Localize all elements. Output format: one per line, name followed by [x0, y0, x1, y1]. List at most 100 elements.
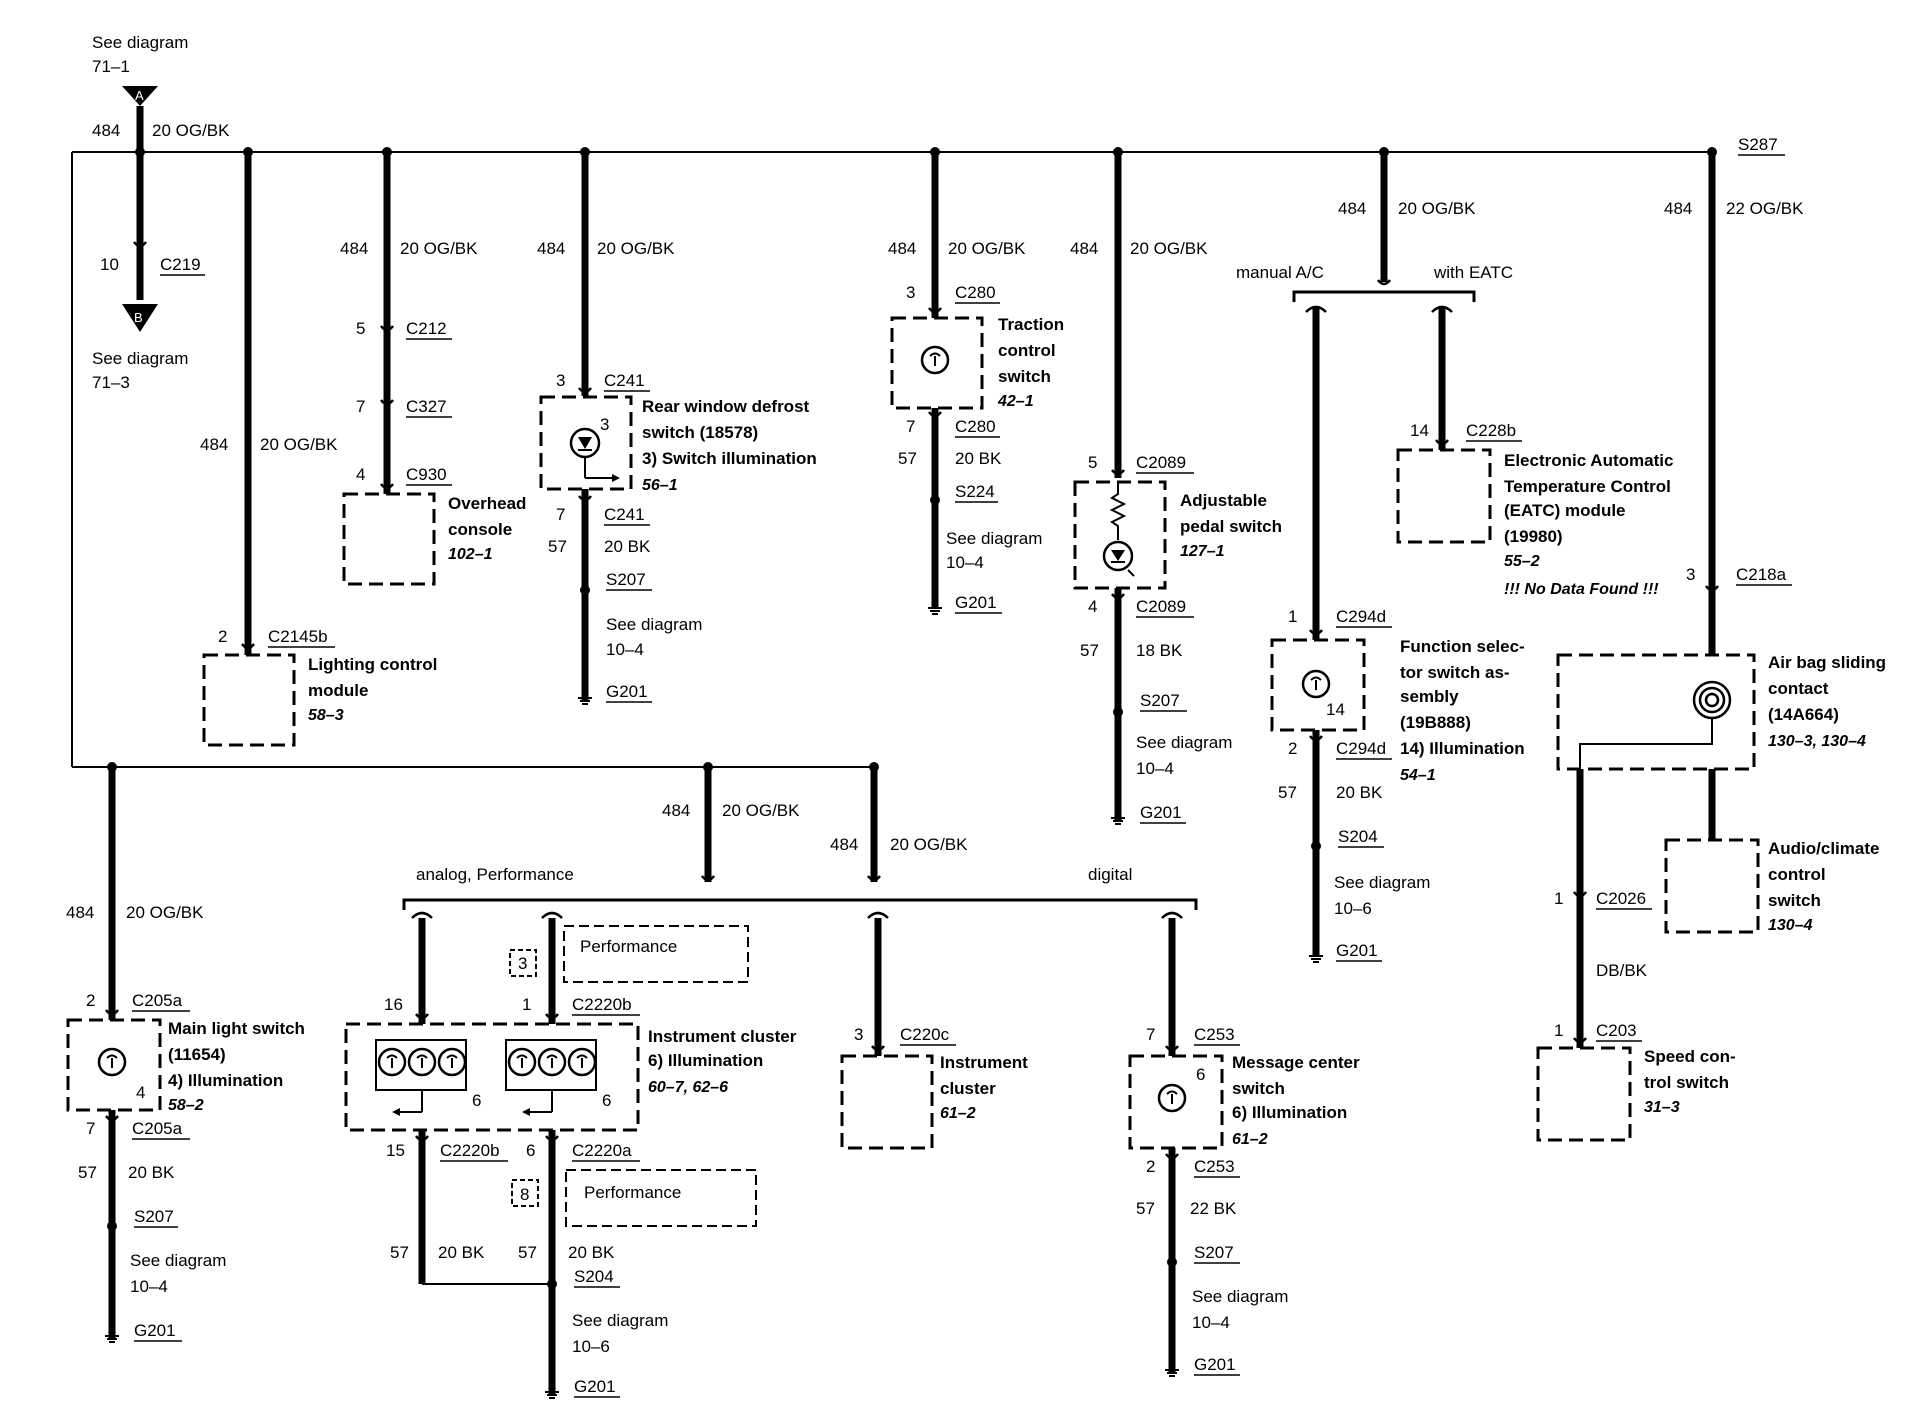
fs-ref: 54–1	[1400, 767, 1436, 784]
mc-see-diagram: See diagram	[1192, 1287, 1288, 1306]
oh-ref: 102–1	[448, 546, 493, 563]
ic2-c220c: C220c	[900, 1025, 950, 1044]
tc-c280-b: C280	[955, 417, 996, 436]
ap-resistor-led-icon	[1102, 482, 1135, 577]
tc-name-3: switch	[998, 367, 1051, 386]
ab-name-2: contact	[1768, 679, 1829, 698]
eatc-name-4: (19980)	[1504, 527, 1563, 546]
lcm-connector: C2145b	[268, 627, 328, 646]
sc-name-1: Speed con-	[1644, 1047, 1736, 1066]
lcm-circuit: 484	[200, 435, 228, 454]
ic-inner-6-b: 6	[602, 1091, 611, 1110]
sc-name-2: trol switch	[1644, 1073, 1729, 1092]
ac-eatc-label: with EATC	[1433, 263, 1513, 282]
rw-wire: 20 OG/BK	[597, 239, 675, 258]
note-3: 3	[518, 954, 527, 973]
mc-see-ref: 10–4	[1192, 1313, 1230, 1332]
mc-pin-7: 7	[1146, 1025, 1155, 1044]
ic-g201: G201	[574, 1377, 616, 1396]
ml-see-diagram: See diagram	[130, 1251, 226, 1270]
eatc-name-2: Temperature Control	[1504, 477, 1671, 496]
c219-label: C219	[160, 255, 201, 274]
mc-c253: C253	[1194, 1025, 1235, 1044]
ap-ref: 127–1	[1180, 543, 1225, 560]
rw-circuit: 484	[537, 239, 565, 258]
rw-pin-3: 3	[556, 371, 565, 390]
ic-pin-16: 16	[384, 995, 403, 1014]
ml-c205a: C205a	[132, 991, 183, 1010]
rw-ground-wire: 20 BK	[604, 537, 651, 556]
ac-option-bracket	[1292, 290, 1476, 302]
fs-g201: G201	[1336, 941, 1378, 960]
eatc-name-3: (EATC) module	[1504, 501, 1626, 520]
ic-circuit-b: 484	[830, 835, 858, 854]
ic-name-2: 6) Illumination	[648, 1051, 763, 1070]
fs-pin-2: 2	[1288, 739, 1297, 758]
ml-see-ref: 10–4	[130, 1277, 168, 1296]
mc-ground-wire: 22 BK	[1190, 1199, 1237, 1218]
rw-s207: S207	[606, 570, 646, 589]
fs-57: 57	[1278, 783, 1297, 802]
overhead-console-box	[342, 492, 436, 586]
ic-analog-label: analog, Performance	[416, 865, 574, 884]
tc-name-1: Traction	[998, 315, 1064, 334]
fs-s204: S204	[1338, 827, 1378, 846]
connector-b-label: B	[134, 310, 143, 325]
tc-lamp-icon	[920, 345, 950, 375]
oh-name-2: console	[448, 520, 512, 539]
eatc-pin-14: 14	[1410, 421, 1429, 440]
performance-note-2	[565, 1169, 757, 1227]
ml-g201: G201	[134, 1321, 176, 1340]
ic2-ref: 61–2	[940, 1105, 976, 1122]
airbag-contact-box	[1556, 653, 1756, 771]
rw-name-3: 3) Switch illumination	[642, 449, 817, 468]
pin-10: 10	[100, 255, 119, 274]
ic-option-bracket	[402, 898, 1198, 910]
tc-ref: 42–1	[997, 393, 1034, 410]
ml-inner-4: 4	[136, 1083, 145, 1102]
ab-name-3: (14A664)	[1768, 705, 1839, 724]
rw-inner-3: 3	[600, 415, 609, 434]
lcm-pin: 2	[218, 627, 227, 646]
oh-c327: C327	[406, 397, 447, 416]
traction-box	[890, 316, 984, 410]
ic-c2220a: C2220a	[572, 1141, 632, 1160]
see-diagram-top-ref: 71–1	[92, 57, 130, 76]
tc-name-2: control	[998, 341, 1056, 360]
mc-pin-2: 2	[1146, 1157, 1155, 1176]
tc-g201: G201	[955, 593, 997, 612]
ic-name-1: Instrument cluster	[648, 1027, 797, 1046]
mc-57: 57	[1136, 1199, 1155, 1218]
ab-wire: 22 OG/BK	[1726, 199, 1804, 218]
wire-main-color: 20 OG/BK	[152, 121, 230, 140]
ic-lamps-left-icon	[375, 1039, 467, 1116]
eatc-no-data: !!! No Data Found !!!	[1504, 581, 1659, 598]
ml-s207: S207	[134, 1207, 174, 1226]
lcm-ref: 58–3	[308, 707, 344, 724]
mc-c253-b: C253	[1194, 1157, 1235, 1176]
ab-pin-3: 3	[1686, 565, 1695, 584]
circuit-484-main: 484	[92, 121, 120, 140]
mc-name-2: switch	[1232, 1079, 1285, 1098]
mc-g201: G201	[1194, 1355, 1236, 1374]
function-selector-box	[1270, 638, 1366, 732]
ap-ground-wire: 18 BK	[1136, 641, 1183, 660]
oh-pin-7: 7	[356, 397, 365, 416]
acc-ref: 130–4	[1768, 917, 1813, 934]
ap-see-ref: 10–4	[1136, 759, 1174, 778]
ic-circuit-a: 484	[662, 801, 690, 820]
ic-ref: 60–7, 62–6	[648, 1079, 728, 1096]
see-diagram-top-label: See diagram	[92, 33, 188, 52]
ab-name-1: Air bag sliding	[1768, 653, 1886, 672]
tc-see-ref: 10–4	[946, 553, 984, 572]
mc-s207: S207	[1194, 1243, 1234, 1262]
rw-see-diagram: See diagram	[606, 615, 702, 634]
ml-name-2: (11654)	[168, 1045, 226, 1064]
main-bus	[71, 151, 1712, 768]
ml-circuit: 484	[66, 903, 94, 922]
ic2-name-2: cluster	[940, 1079, 996, 1098]
sc-pin-1-b: 1	[1554, 1021, 1563, 1040]
rw-g201: G201	[606, 682, 648, 701]
connector-b-marker	[122, 304, 158, 332]
instrument-cluster-analog-box	[344, 1022, 640, 1132]
